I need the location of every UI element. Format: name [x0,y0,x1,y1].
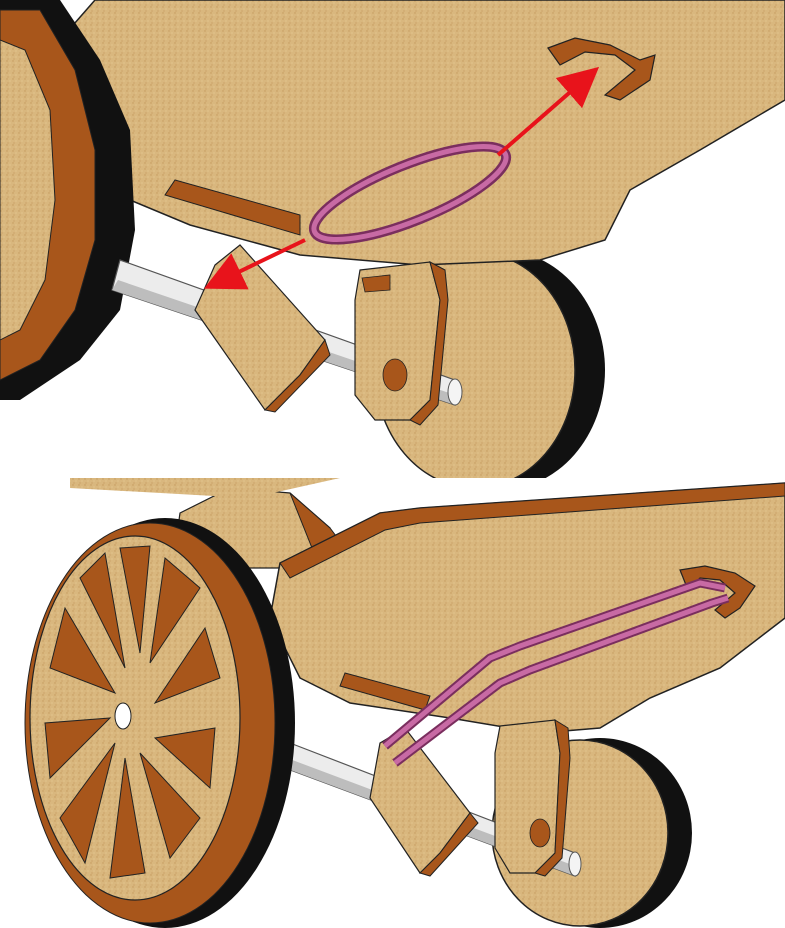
top-panel-before [0,0,785,478]
axle-mount [355,262,448,425]
top-illustration [0,0,785,478]
body-plate [60,0,785,265]
axle-bracket [195,245,330,412]
front-spoked-wheel [25,518,295,928]
axle-bracket [370,728,478,876]
axle-mount [495,720,570,876]
bottom-illustration [0,478,785,928]
bottom-panel-after [0,478,785,928]
